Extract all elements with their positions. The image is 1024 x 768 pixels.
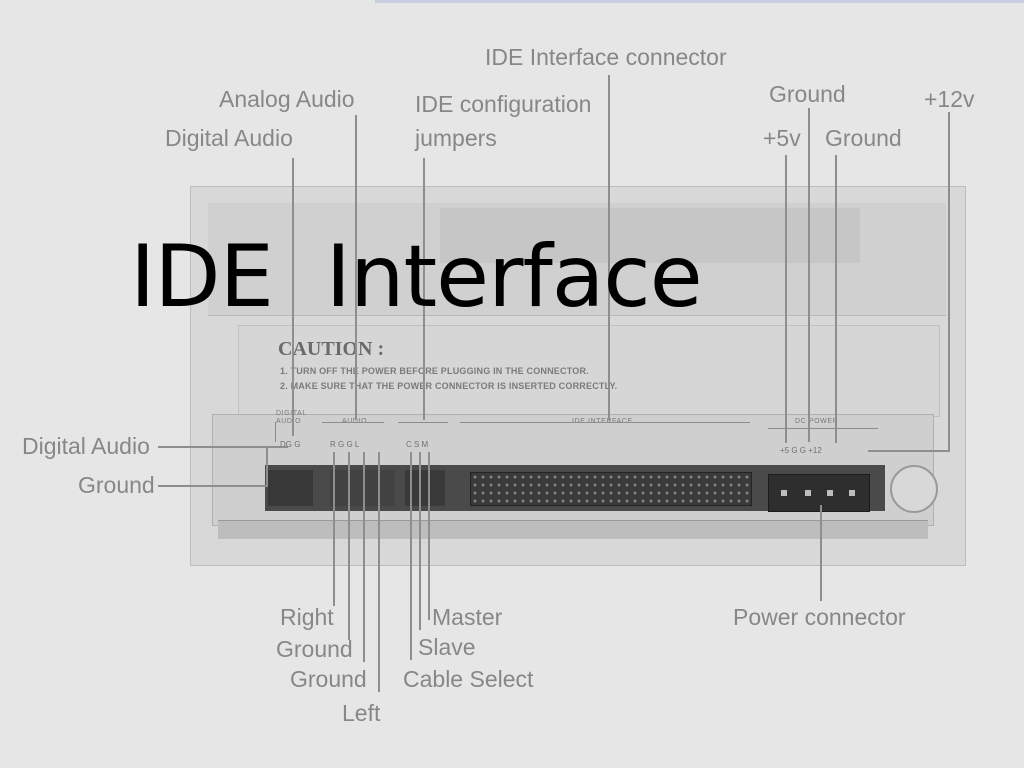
leader-slave [419,452,421,630]
slide-title: IDE Interface [130,227,703,327]
leader-digital-audio-top [292,158,294,436]
pin-labels-jumpers: C S M [406,440,429,449]
label-digital-audio-left: Digital Audio [22,433,150,459]
pin-labels-power: +5 G G +12 [780,446,822,455]
panel-label-ide-interface: IDE INTERFACE [572,418,633,425]
label-right: Right [280,604,334,630]
bracket-power [768,428,878,429]
leader-12v-horizontal [868,450,950,452]
label-cable-select: Cable Select [403,666,534,692]
power-pin [849,490,855,496]
leader-cable-select [410,452,412,660]
digital-audio-connector [268,470,313,506]
panel-label-digital-audio: DIGITAL AUDIO [276,410,306,425]
leader-5v [785,155,787,443]
label-ground-top-right: Ground [825,125,902,151]
caution-line-1: 1. TURN OFF THE POWER BEFORE PLUGGING IN… [280,366,589,376]
leader-ground-bottom-1 [348,452,350,640]
power-pin [827,490,833,496]
leader-ground-bottom-2 [363,452,365,662]
label-digital-audio-top: Digital Audio [165,125,293,151]
drive-bottom-rail [218,520,928,539]
pin-labels-digital: DG G [280,440,301,449]
label-ground-bottom-1: Ground [276,636,353,662]
label-slave: Slave [418,634,476,660]
panel-label-dc-power: DC POWER [795,418,839,425]
panel-label-audio: AUDIO [342,418,367,425]
label-ground-left: Ground [78,472,155,498]
label-master: Master [432,604,503,630]
power-pin [781,490,787,496]
label-plus-12v: +12v [924,86,975,112]
bracket-digital [275,422,276,442]
ide-header-connector [470,472,752,506]
label-ground-top: Ground [769,81,846,107]
leader-ground-left-v [266,448,268,486]
leader-analog-audio [355,115,357,420]
label-plus-5v: +5v [763,125,801,151]
label-left: Left [342,700,381,726]
leader-ground-top [808,108,810,442]
bracket-audio [322,422,384,423]
leader-left [378,452,380,692]
leader-master [428,452,430,620]
label-power-connector: Power connector [733,604,906,630]
label-ground-bottom-2: Ground [290,666,367,692]
leader-12v-vertical [948,112,950,452]
leader-power-connector [820,505,822,601]
leader-ground-top-right [835,155,837,443]
leader-right [333,452,335,606]
label-ide-interface-connector: IDE Interface connector [485,44,727,70]
leader-ide-config [423,158,425,420]
bracket-ide [460,422,750,423]
leader-ground-left-h [158,485,268,487]
label-ide-configuration: IDE configuration [415,91,592,117]
drive-bay-recess [440,208,860,263]
label-analog-audio: Analog Audio [219,86,355,112]
drive-screw-knob [890,465,938,513]
power-connector-socket [768,474,870,512]
bracket-jumpers [398,422,448,423]
leader-digital-audio-left [158,446,288,448]
label-jumpers: jumpers [415,125,497,151]
power-pin [805,490,811,496]
top-accent-bar [375,0,1024,3]
caution-line-2: 2. MAKE SURE THAT THE POWER CONNECTOR IS… [280,381,618,391]
caution-title: CAUTION : [278,338,385,360]
analog-audio-connector [330,470,395,506]
leader-ide-connector [608,75,610,420]
pin-labels-audio: R G G L [330,440,360,449]
